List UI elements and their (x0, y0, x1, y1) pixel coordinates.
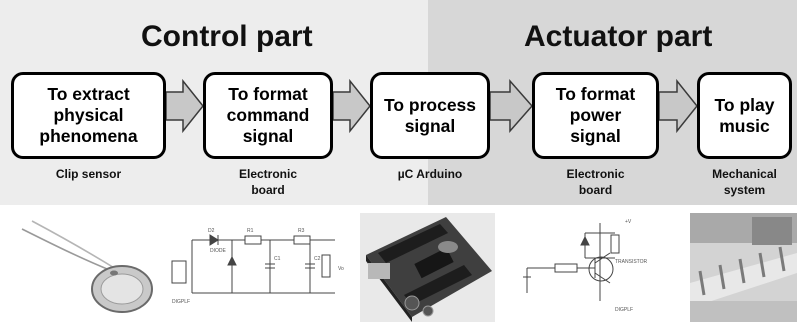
arrow-4 (658, 78, 698, 134)
label-electronic-board-1: Electronic board (238, 167, 298, 197)
flow-arrows (165, 78, 698, 134)
xylophone-mechanism-photo (690, 213, 797, 322)
step-extract-box: To extract physical phenomena (11, 72, 166, 159)
schematic-r1-label: R1 (247, 228, 254, 234)
power-transistor-label: TRANSISTOR (615, 259, 648, 265)
power-digplf-label: DIGPLF (615, 307, 633, 313)
schematic-vo-label: Vo (338, 266, 344, 272)
step-play-music-box: To play music (697, 72, 792, 159)
command-circuit-schematic: D2 DIODE R1 C1 C2 R3 Vo DIGPLF (170, 213, 355, 322)
schematic-diode-label: DIODE (210, 248, 227, 254)
schematic-c2-label: C2 (314, 256, 321, 262)
piezo-clip-sensor-photo (10, 213, 160, 322)
arduino-board-photo (360, 213, 495, 322)
control-part-title: Control part (141, 20, 313, 53)
schematic-d2-label: D2 (208, 228, 215, 234)
label-arduino: µC Arduino (397, 167, 463, 181)
power-circuit-schematic: +V TRANSISTOR DIGPLF (515, 213, 680, 322)
arrow-3 (489, 79, 533, 133)
step-process-box: To process signal (370, 72, 490, 159)
label-electronic-board-2: Electronic board (566, 167, 625, 197)
schematic-digplf-label: DIGPLF (172, 299, 190, 305)
schematic-r3-label: R3 (298, 228, 305, 234)
label-clip-sensor: Clip sensor (55, 167, 122, 181)
schematic-c1-label: C1 (274, 256, 281, 262)
step-format-power-box: To format power signal (532, 72, 659, 159)
arrow-2 (332, 78, 371, 134)
actuator-part-title: Actuator part (524, 20, 713, 53)
label-mechanical-system: Mechanical system (712, 167, 777, 197)
power-vplus-label: +V (625, 219, 632, 225)
step-format-command-box: To format command signal (203, 72, 333, 159)
arrow-1 (165, 78, 204, 134)
